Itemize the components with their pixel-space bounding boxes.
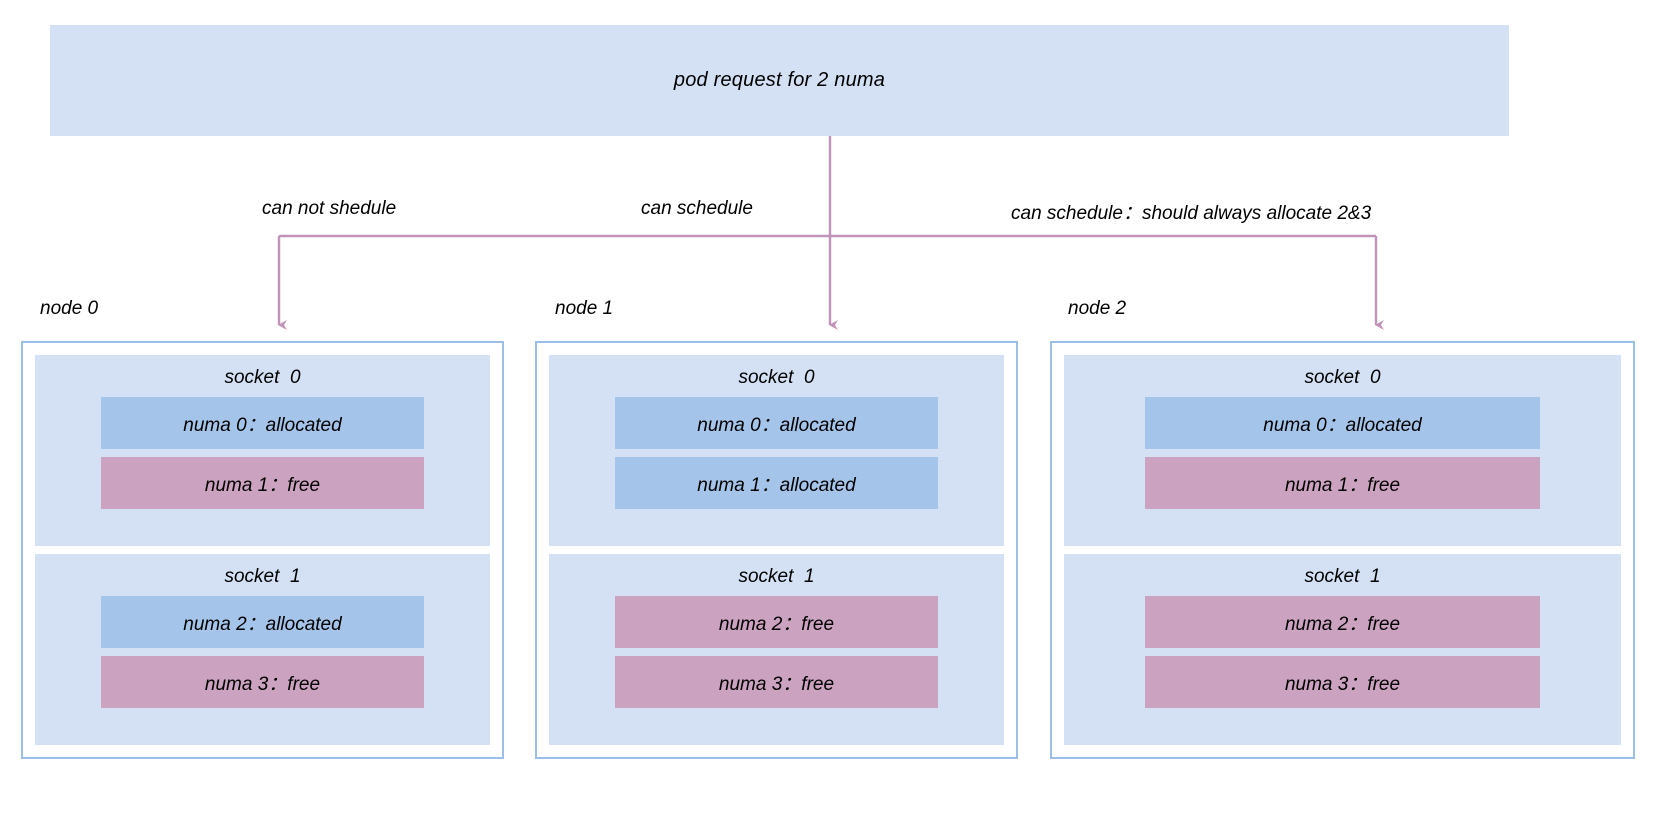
node-caption-1: node 1 xyxy=(555,298,614,319)
edge-label-node-2: can schedule：should always allocate 2&3 xyxy=(1011,203,1372,224)
node-caption-2: node 2 xyxy=(1068,298,1127,319)
numa-list: numa 0：allocated numa 1：free xyxy=(35,397,490,509)
socket-box-2-1: socket 1 numa 2：free numa 3：free xyxy=(1064,554,1621,745)
numa-list: numa 0：allocated numa 1：allocated xyxy=(549,397,1004,509)
numa-list: numa 2：free numa 3：free xyxy=(549,596,1004,708)
socket-box-1-0: socket 0 numa 0：allocated numa 1：allocat… xyxy=(549,355,1004,546)
socket-box-0-1: socket 1 numa 2：allocated numa 3：free xyxy=(35,554,490,745)
numa-cell: numa 0：allocated xyxy=(1144,397,1541,449)
numa-cell: numa 2：allocated xyxy=(100,596,425,648)
socket-title: socket 0 xyxy=(1304,367,1381,388)
numa-cell: numa 1：free xyxy=(100,457,425,509)
socket-title: socket 0 xyxy=(738,367,815,388)
numa-cell: numa 1：free xyxy=(1144,457,1541,509)
numa-list: numa 2：free numa 3：free xyxy=(1064,596,1621,708)
numa-cell: numa 3：free xyxy=(100,656,425,708)
socket-box-1-1: socket 1 numa 2：free numa 3：free xyxy=(549,554,1004,745)
socket-box-0-0: socket 0 numa 0：allocated numa 1：free xyxy=(35,355,490,546)
numa-list: numa 0：allocated numa 1：free xyxy=(1064,397,1621,509)
numa-list: numa 2：allocated numa 3：free xyxy=(35,596,490,708)
socket-title: socket 0 xyxy=(224,367,301,388)
socket-title: socket 1 xyxy=(224,566,301,587)
socket-box-2-0: socket 0 numa 0：allocated numa 1：free xyxy=(1064,355,1621,546)
node-caption-0: node 0 xyxy=(40,298,99,319)
numa-cell: numa 0：allocated xyxy=(614,397,939,449)
numa-cell: numa 1：allocated xyxy=(614,457,939,509)
numa-cell: numa 2：free xyxy=(1144,596,1541,648)
pod-request-box: pod request for 2 numa xyxy=(50,25,1509,136)
pod-request-label: pod request for 2 numa xyxy=(673,69,886,91)
node-box-2: socket 0 numa 0：allocated numa 1：free so… xyxy=(1050,341,1635,759)
numa-cell: numa 3：free xyxy=(1144,656,1541,708)
numa-cell: numa 3：free xyxy=(614,656,939,708)
edge-label-node-1: can schedule xyxy=(641,198,753,219)
socket-title: socket 1 xyxy=(1304,566,1381,587)
numa-cell: numa 0：allocated xyxy=(100,397,425,449)
edge-label-node-0: can not shedule xyxy=(262,198,397,219)
socket-title: socket 1 xyxy=(738,566,815,587)
node-box-0: socket 0 numa 0：allocated numa 1：free so… xyxy=(21,341,504,759)
numa-cell: numa 2：free xyxy=(614,596,939,648)
node-box-1: socket 0 numa 0：allocated numa 1：allocat… xyxy=(535,341,1018,759)
